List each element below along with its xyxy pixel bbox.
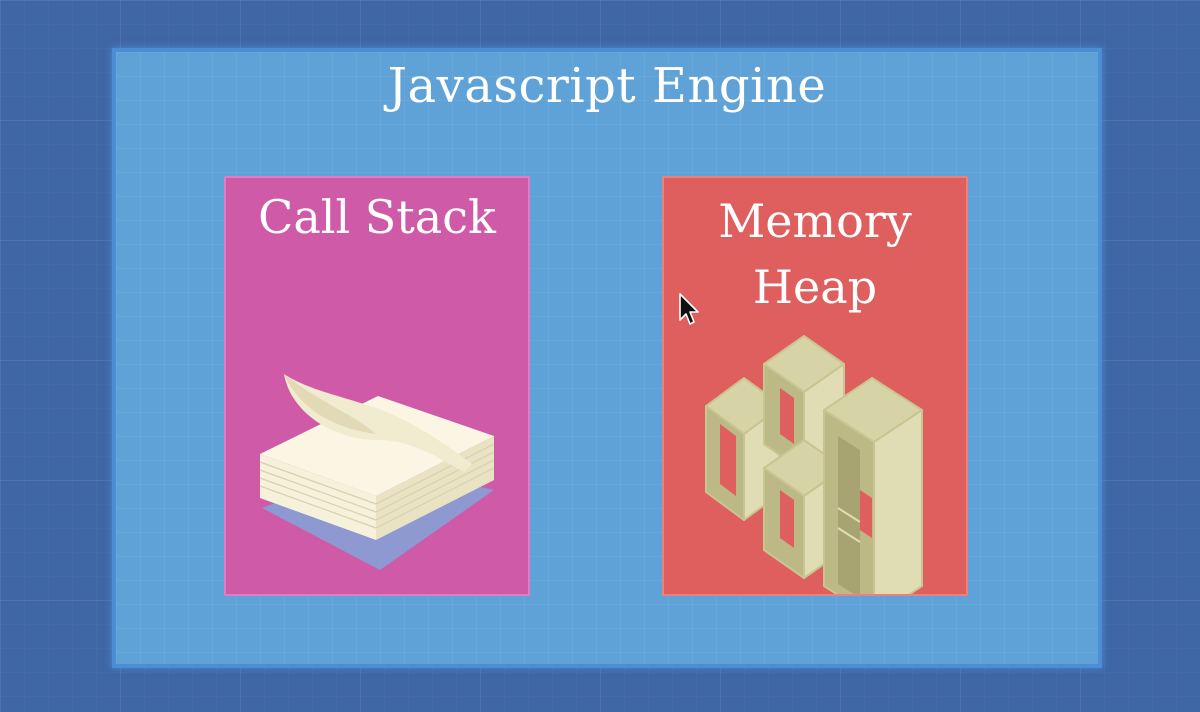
engine-title: Javascript Engine bbox=[387, 58, 827, 114]
storage-cubes-icon bbox=[705, 335, 923, 594]
call-stack-title: Call Stack bbox=[258, 190, 496, 244]
javascript-engine-box: Javascript Engine Call Stack bbox=[116, 52, 1098, 664]
paper-stack-icon bbox=[259, 374, 495, 570]
call-stack-panel: Call Stack bbox=[224, 176, 530, 596]
memory-heap-title: Memory Heap bbox=[718, 194, 912, 314]
mouse-cursor-icon bbox=[679, 293, 699, 325]
memory-heap-panel: Memory Heap bbox=[662, 176, 968, 596]
